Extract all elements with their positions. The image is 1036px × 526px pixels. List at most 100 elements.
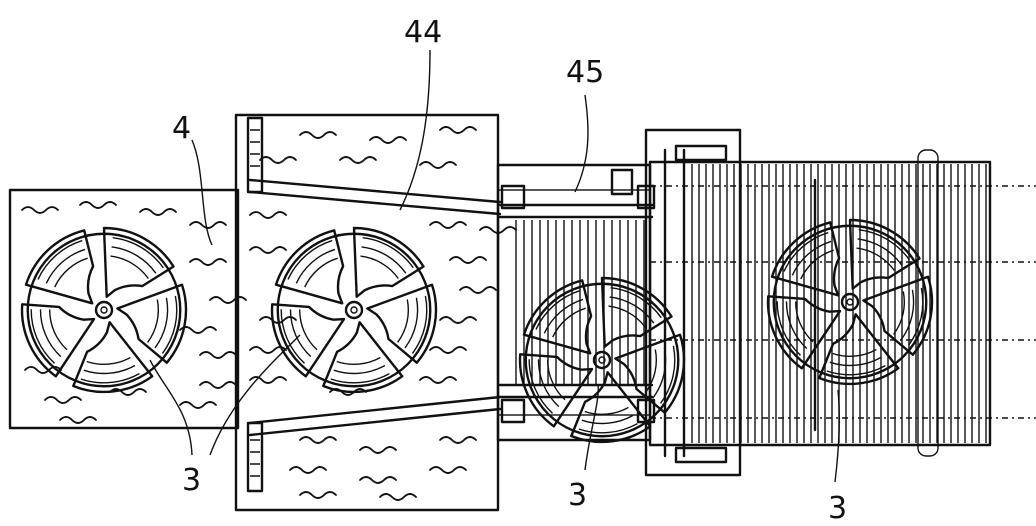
water-wave: [299, 436, 337, 444]
blade-rib: [794, 301, 814, 343]
blade-rib: [900, 289, 915, 341]
wheel-blade: [818, 313, 900, 386]
label-water-channel: 4: [172, 111, 191, 146]
blade-rib: [826, 364, 886, 376]
blade-rib: [581, 414, 634, 425]
water-wave: [21, 206, 59, 214]
leader-conveyor: [574, 94, 589, 193]
blade-rib: [54, 257, 88, 288]
wheel-first: [20, 226, 188, 394]
blade-rib: [362, 237, 414, 269]
wheel-hub: [94, 300, 114, 320]
blade-rib: [535, 289, 581, 330]
water-wave: [299, 131, 337, 139]
wheel-blade: [614, 333, 686, 414]
blade-rib: [537, 359, 560, 408]
water-wave: [189, 258, 227, 266]
blade-rib: [856, 247, 895, 271]
water-wave: [109, 388, 147, 396]
blade-rib: [161, 295, 178, 354]
blade-rib: [776, 301, 801, 356]
blade-rib: [800, 249, 834, 280]
blade-rib: [785, 301, 808, 350]
wheel-blade: [116, 283, 188, 364]
blade-rib: [858, 229, 910, 261]
wheel-hub: [344, 300, 364, 320]
wheel-hub-center: [100, 306, 108, 314]
blade-rib: [298, 309, 318, 351]
water-wave: [249, 211, 287, 219]
wheel-blade: [352, 226, 425, 298]
water-wave: [429, 466, 467, 474]
water-wave: [189, 221, 227, 229]
label-conveyor: 45: [566, 55, 604, 90]
label-wheel-first-second: 3: [182, 463, 201, 498]
blade-rib: [280, 309, 305, 364]
water-wave: [439, 436, 477, 444]
water-wave: [199, 351, 237, 359]
blade-rib: [330, 372, 390, 384]
water-wave: [79, 201, 117, 209]
blade-rib: [45, 248, 86, 284]
water-wave: [419, 161, 457, 169]
blade-rib: [791, 240, 832, 276]
wheel-blade: [24, 229, 95, 305]
slat-conveyor: [644, 128, 1036, 477]
blade-rib: [411, 295, 428, 354]
water-wave: [179, 326, 217, 334]
blade-rib: [857, 238, 903, 266]
blade-rib: [546, 359, 566, 401]
blade-rib: [360, 255, 399, 279]
blade-rib: [147, 299, 160, 343]
blade-rib: [552, 307, 586, 338]
water-wave: [419, 376, 457, 384]
water-wave: [449, 256, 487, 264]
wheel-blade: [366, 283, 438, 364]
water-wave: [209, 296, 247, 304]
water-wave: [44, 396, 82, 404]
water-wave: [289, 466, 327, 474]
water-wave: [249, 376, 287, 384]
blade-rib: [30, 309, 55, 364]
water-wave: [139, 208, 177, 216]
wheel-hub: [592, 350, 612, 370]
wheel-blade: [72, 321, 154, 394]
wheel-fourth: [766, 218, 934, 386]
blade-rib: [907, 287, 924, 346]
wheel-hub-center: [598, 356, 606, 364]
label-wheel-fourth: 3: [828, 491, 847, 526]
blade-rib: [543, 298, 584, 334]
leader-tank: [399, 49, 431, 211]
blade-rib: [361, 246, 407, 274]
blade-rib: [645, 349, 658, 393]
blade-rib: [659, 345, 676, 404]
wheel-blade: [862, 275, 934, 356]
wheel-hub: [840, 292, 860, 312]
blade-rib: [111, 246, 157, 274]
water-wave: [429, 346, 467, 354]
water-wave: [359, 476, 397, 484]
blade-rib: [304, 257, 338, 288]
blade-rib: [80, 372, 140, 384]
water-wave: [299, 491, 337, 499]
blade-rib: [39, 309, 62, 358]
leader-water-channel: [191, 139, 213, 246]
wheel-blade: [570, 371, 652, 444]
wheel-blade: [102, 226, 175, 298]
wheel-blade: [274, 229, 345, 305]
label-tank: 44: [404, 15, 442, 50]
water-wave: [259, 156, 297, 164]
blade-rib: [652, 347, 667, 399]
wheel-blade: [522, 279, 593, 355]
wheel-blade: [322, 321, 404, 394]
water-wave: [339, 156, 377, 164]
blade-rib: [37, 239, 83, 280]
blade-rib: [584, 406, 629, 416]
blade-rib: [333, 364, 386, 375]
blade-rib: [404, 297, 419, 349]
water-wave: [429, 221, 467, 229]
blade-rib: [154, 297, 169, 349]
wheel-blade: [848, 218, 921, 290]
wheel-blade: [270, 303, 346, 378]
blade-rib: [829, 356, 882, 367]
